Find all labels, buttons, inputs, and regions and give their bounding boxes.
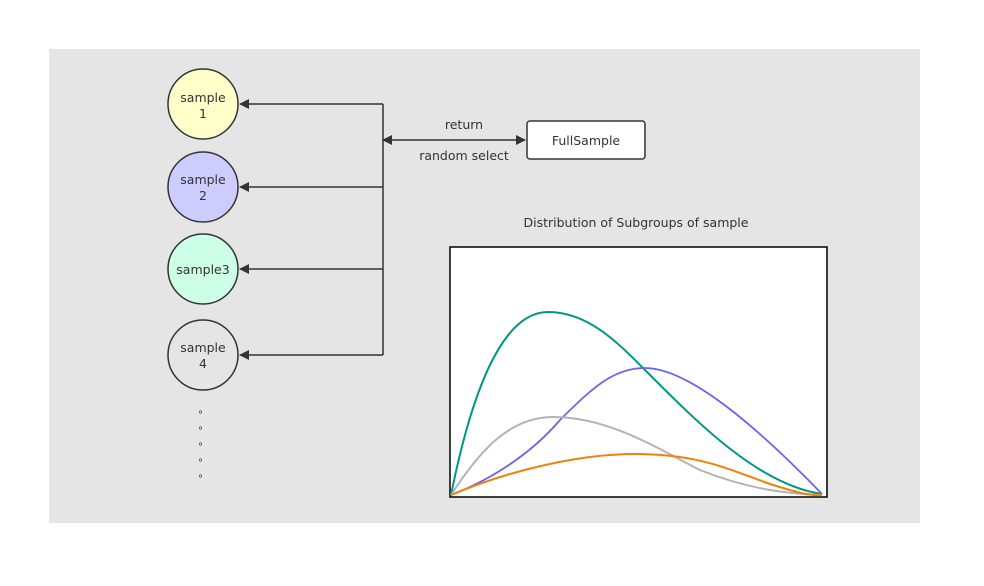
curve-orange (450, 452, 823, 497)
ellipsis-dot: ° (198, 458, 203, 469)
ellipsis-dot: ° (198, 426, 203, 437)
edge-label-random-select: random select (419, 148, 509, 163)
sample-node-4-label: sample (180, 340, 226, 355)
sample-node-1-label: sample (180, 90, 226, 105)
sample-node-3[interactable]: sample3 (167, 233, 239, 305)
curve-teal (450, 310, 823, 496)
sample-node-2-number: 2 (199, 188, 207, 203)
full-sample-label: FullSample (552, 133, 621, 148)
sample-node-3-label: sample3 (176, 262, 229, 277)
ellipsis-dot: ° (198, 410, 203, 421)
curve-gray (450, 415, 823, 496)
ellipsis-dot: ° (198, 442, 203, 453)
sample-node-1[interactable]: sample 1 (167, 68, 239, 140)
full-sample-node[interactable]: FullSample (526, 120, 646, 160)
distribution-chart-frame (449, 246, 828, 498)
distribution-curves (450, 310, 823, 497)
ellipsis-dot: ° (198, 474, 203, 485)
sample-node-1-number: 1 (199, 106, 207, 121)
chart-title: Distribution of Subgroups of sample (524, 215, 749, 230)
sample-node-2[interactable]: sample 2 (167, 151, 239, 223)
edge-label-return: return (445, 117, 483, 132)
ellipsis: ° ° ° ° ° (198, 410, 203, 485)
sample-node-4[interactable]: sample 4 (167, 319, 239, 391)
curve-blue (450, 367, 823, 496)
sample-node-4-number: 4 (199, 356, 207, 371)
sample-node-2-label: sample (180, 172, 226, 187)
